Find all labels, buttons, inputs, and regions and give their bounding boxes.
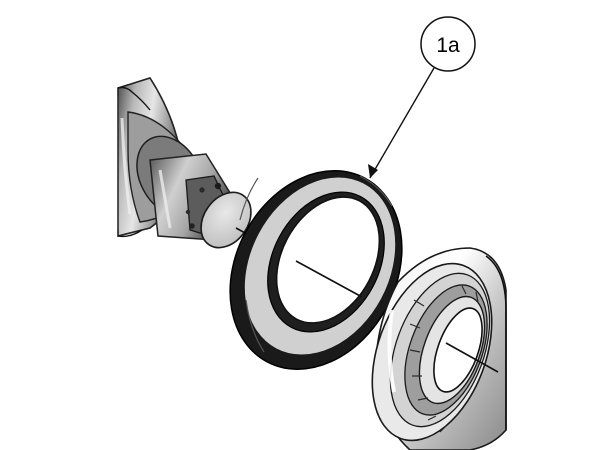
callout-1a: 1a (368, 16, 476, 179)
seal-ring (229, 170, 403, 370)
callout-arrowhead (368, 164, 378, 178)
callout-leader-line (369, 67, 435, 179)
callout-bubble (420, 16, 476, 72)
shaft (117, 77, 252, 249)
axis-through-bearing (445, 342, 499, 373)
axis-through-seal (295, 260, 363, 298)
callout-label: 1a (436, 34, 460, 57)
